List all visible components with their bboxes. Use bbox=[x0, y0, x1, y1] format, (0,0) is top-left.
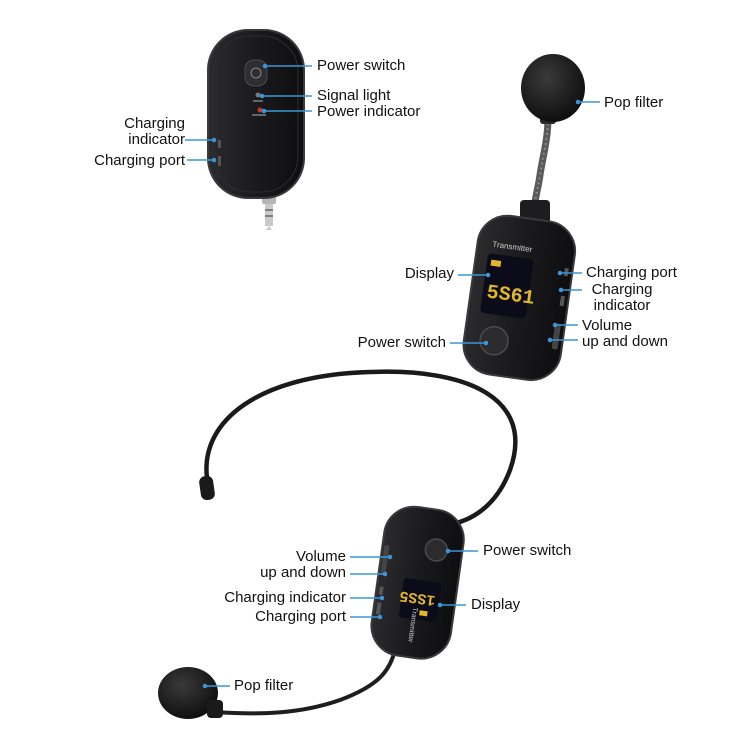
headset-pop-filter-label: Pop filter bbox=[234, 677, 294, 694]
boom-arm bbox=[213, 648, 397, 716]
receiver-power-switch-label: Power switch bbox=[317, 57, 406, 74]
headset-volume-line1: Volume bbox=[295, 548, 346, 565]
handheld-pop-filter-foam bbox=[521, 54, 585, 122]
handheld-power-switch-label: Power switch bbox=[357, 334, 446, 351]
handheld-charging-indicator-line1: Charging bbox=[591, 281, 653, 298]
receiver-charging-indicator-label: Charging indicator bbox=[100, 116, 185, 148]
handheld-display-label: Display bbox=[404, 265, 454, 282]
headset-display-label: Display bbox=[471, 596, 521, 613]
handheld-volume-line2: up and down bbox=[582, 333, 668, 350]
receiver-charging-port-label: Charging port bbox=[94, 152, 185, 169]
headset-volume-label: Volume up and down bbox=[250, 549, 346, 581]
receiver-power-indicator-label: Power indicator bbox=[317, 103, 421, 120]
headband bbox=[204, 369, 518, 528]
receiver-device bbox=[207, 29, 305, 230]
headset-transmitter: 1SS5 Transmitter bbox=[158, 369, 518, 719]
handheld-transmitter: 5S61 Transmitter bbox=[462, 54, 585, 382]
headset-charging-port-label: Charging port bbox=[255, 608, 346, 625]
handheld-charging-port-label: Charging port bbox=[586, 264, 677, 281]
handheld-volume-line1: Volume bbox=[582, 317, 633, 334]
headset-volume-line2: up and down bbox=[260, 564, 346, 581]
headset-power-switch-label: Power switch bbox=[483, 542, 572, 559]
headset-device-text: Transmitter bbox=[406, 607, 418, 643]
headset-screen-digits: 1SS5 bbox=[399, 586, 437, 608]
headset-charging-indicator-label: Charging indicator bbox=[224, 589, 346, 606]
handheld-screen bbox=[480, 253, 534, 319]
handheld-charging-indicator-line2: indicator bbox=[593, 297, 651, 314]
handheld-charging-indicator-label: Charging indicator bbox=[582, 282, 662, 314]
headset-screen bbox=[398, 578, 442, 623]
leader-lines bbox=[185, 63, 600, 689]
receiver-charging-indicator-line2: indicator bbox=[128, 131, 185, 148]
handheld-power-button bbox=[479, 326, 509, 356]
handheld-volume-label: Volume up and down bbox=[582, 318, 668, 350]
receiver-charging-indicator-line1: Charging bbox=[124, 115, 185, 132]
handheld-pop-filter-label: Pop filter bbox=[604, 94, 664, 111]
headset-pop-filter-foam bbox=[158, 667, 218, 719]
receiver-signal-light-label: Signal light bbox=[317, 87, 391, 104]
